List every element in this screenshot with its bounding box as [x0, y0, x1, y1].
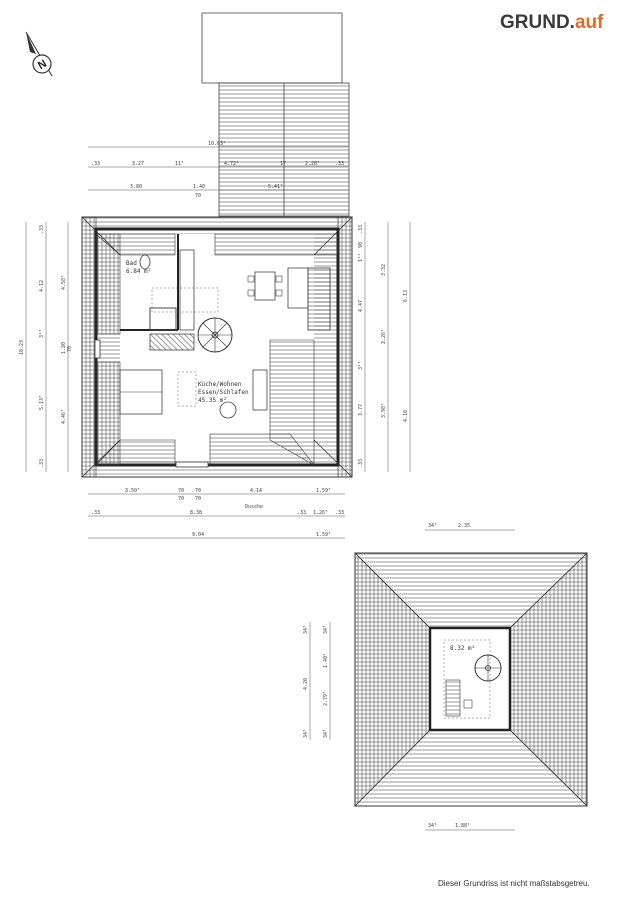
dim-label: 34⁵	[303, 625, 309, 634]
dimension-lines-right	[364, 222, 411, 472]
room-bad: Bad 6.84 m²	[126, 260, 151, 275]
upper-floor-plan	[81, 216, 353, 478]
dimension-labels-left: 10.23 .33 4.12 4.58⁵ 3¹⁵ 1.20 70 5.13⁵ 4…	[19, 225, 73, 468]
svg-text:GRUND.auf: GRUND.auf	[500, 12, 604, 33]
dim-label: 1.26⁵	[313, 510, 328, 516]
dim-label: .33	[39, 459, 45, 468]
dim-label: 11⁵	[175, 161, 184, 167]
dim-label: 4.12	[39, 280, 45, 292]
dim-label: 4.72⁵	[224, 161, 239, 167]
label-dusche: Dusche	[245, 504, 263, 510]
dimension-labels-right: .33 90 1¹⁵ 3.32 4.47 6.13 2.26⁵ 3¹⁵ 3.77…	[358, 225, 409, 468]
dim-label: 3.77	[358, 404, 364, 416]
dim-label: 10.63⁵	[208, 141, 226, 147]
dim-label: 1.88⁵	[455, 823, 470, 829]
dim-label: 3.27	[132, 161, 144, 167]
dim-label: 4.58⁵	[61, 275, 67, 290]
dim-label: 1¹⁵	[358, 253, 364, 262]
dim-label: 2.79⁵	[323, 691, 329, 706]
balcony	[201, 12, 350, 217]
dim-label: 1.59⁵	[316, 532, 331, 538]
dimension-labels-top: 10.63⁵ .33 3.27 11⁵ 4.72⁵ 17 2.20⁵ .33 3…	[91, 141, 344, 199]
dim-label: 6.13	[403, 290, 409, 302]
dim-label: 70	[178, 488, 184, 494]
dim-label: 9.04	[192, 532, 204, 538]
dim-label: 34⁵	[323, 729, 329, 738]
dim-label: 70	[195, 496, 201, 502]
dim-label: 4.47	[358, 300, 364, 312]
dim-label: 2.20⁵	[305, 161, 320, 167]
dim-label: 70	[178, 496, 184, 502]
dim-label: .33	[91, 510, 100, 516]
dimension-lines-top	[88, 146, 348, 191]
dim-label: 8.38	[190, 510, 202, 516]
roof-plan	[354, 552, 588, 807]
dim-label: 17	[280, 161, 286, 167]
dimension-lines-left	[25, 222, 69, 472]
dim-label: 34⁵	[323, 625, 329, 634]
brand-logo: GRUND.auf	[500, 12, 604, 33]
room-name: Bad	[126, 260, 137, 267]
dimension-labels-bottom: 3.50⁵ 70 70 70 70 4.14 1.59⁵ .33 8.38 .3…	[91, 488, 344, 538]
dim-label: 3.80	[130, 184, 142, 190]
dim-label: 4.10	[403, 410, 409, 422]
dim-label: .33	[91, 161, 100, 167]
room-area: 45.35 m²	[198, 397, 227, 404]
room-area-dg: 8.32 m²	[450, 645, 475, 652]
dim-label: .33	[358, 459, 364, 468]
room-name-secondary: Essen/Schlafen	[198, 389, 249, 396]
dim-label: 3.50⁵	[125, 488, 140, 494]
dim-label: 34⁵	[428, 823, 437, 829]
dimension-labels-lower: 34⁵ 2.35 34⁵ 34⁵ 1.40⁵ 4.20 2.79⁵ 34⁵ 34…	[303, 523, 470, 829]
dim-label: 90	[358, 242, 364, 248]
dim-label: 34⁵	[303, 729, 309, 738]
dim-label: 1.59⁵	[316, 488, 331, 494]
brand-name-main: GRUND.	[500, 12, 575, 33]
dim-label: 34⁵	[428, 523, 437, 529]
dim-label: 4.46⁵	[61, 409, 67, 424]
dim-label: 70	[195, 193, 201, 199]
dim-label: .33	[335, 510, 344, 516]
dim-label: 3.98⁵	[381, 403, 387, 418]
dim-label: .33	[297, 510, 306, 516]
dim-label: 5.41⁵	[268, 184, 283, 190]
dim-label: .33	[358, 225, 364, 234]
dim-label: 1.20	[61, 342, 67, 354]
brand-name-accent: auf	[575, 12, 604, 33]
dim-label: 70	[195, 488, 201, 494]
north-arrow-icon: N	[25, 31, 53, 77]
dim-label: 4.20	[303, 678, 309, 690]
dim-label: .33	[335, 161, 344, 167]
dim-label: 10.23	[19, 340, 25, 355]
dim-label: .33	[39, 225, 45, 234]
dim-label: 5.13⁵	[39, 395, 45, 410]
room-area: 6.84 m²	[126, 268, 151, 275]
dim-label: 3¹⁵	[39, 329, 45, 338]
dim-label: 2.35	[458, 523, 470, 529]
dimension-lines-lower	[309, 529, 515, 831]
dim-label: 70	[67, 346, 73, 352]
room-name: Küche/Wohnen	[198, 381, 242, 388]
dim-label: 1.40⁵	[323, 653, 329, 668]
dim-label: 2.26⁵	[381, 329, 387, 344]
dim-label: 1.40	[193, 184, 205, 190]
room-kuche-wohnen: Küche/Wohnen Essen/Schlafen 45.35 m²	[198, 381, 249, 404]
dim-label: 3.32	[381, 264, 387, 276]
dim-label: 4.14	[250, 488, 262, 494]
dimension-lines-bottom	[88, 493, 345, 539]
disclaimer-text: Dieser Grundriss ist nicht maßstabsgetre…	[438, 879, 590, 888]
dim-label: 3¹⁵	[358, 361, 364, 370]
